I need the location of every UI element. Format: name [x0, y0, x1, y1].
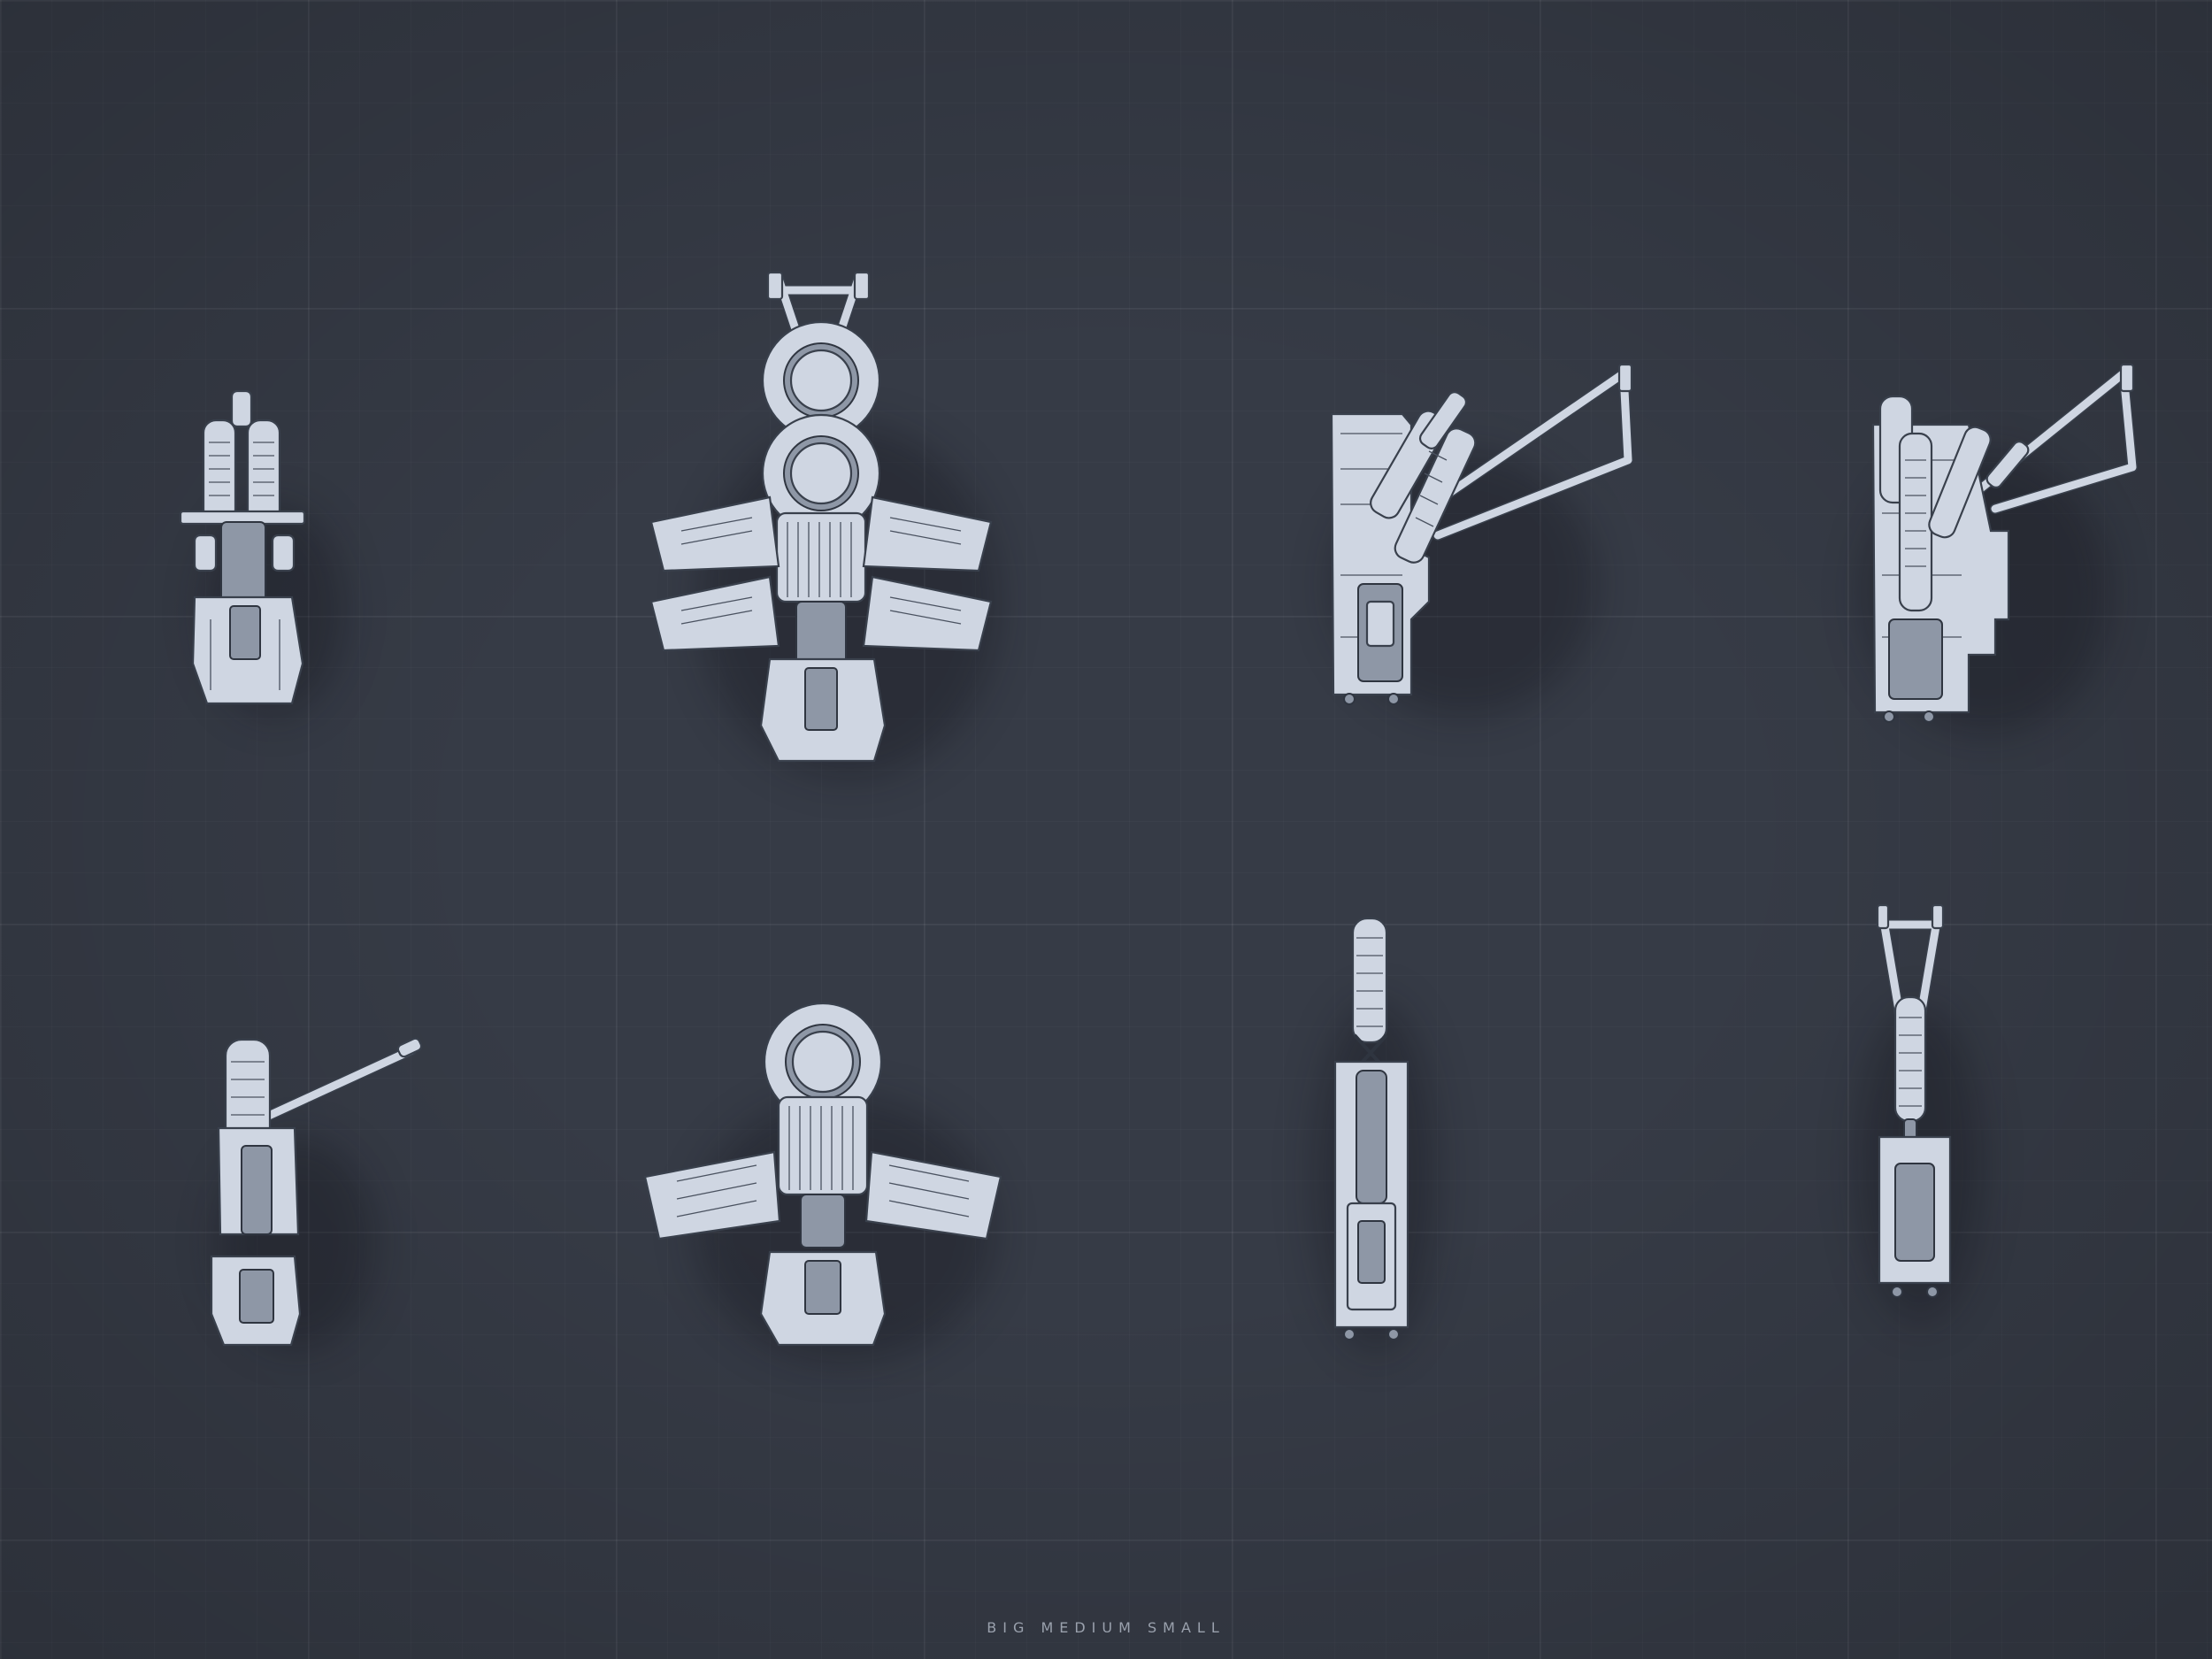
caption-text: BIG MEDIUM SMALL	[987, 1619, 1225, 1636]
big-mortar-pair-model	[649, 271, 1000, 779]
small-mortar-model-1	[179, 389, 345, 717]
medium-launcher-vertical-model	[1314, 917, 1438, 1354]
small-launcher-vertical-model	[1858, 903, 1982, 1323]
small-launcher-angled-model	[1863, 363, 2138, 734]
medium-launcher-angled-model	[1330, 363, 1633, 717]
small-mortar-model-2	[210, 1037, 423, 1349]
big-mortar-single-model	[643, 1002, 1002, 1363]
